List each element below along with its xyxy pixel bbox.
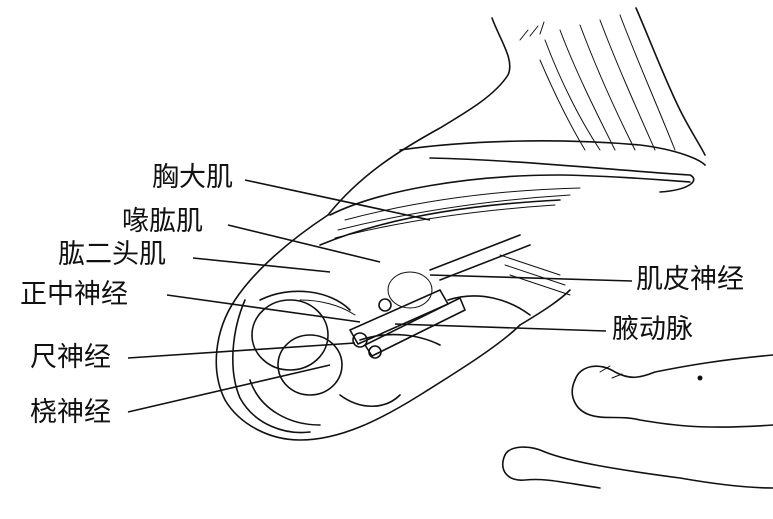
label-musculocutaneous-nerve: 肌皮神经 [636, 264, 744, 295]
leader-musculocutaneous-nerve [429, 274, 633, 282]
neurovascular-bundle [349, 234, 571, 359]
pectoralis-major-shape [319, 174, 691, 246]
leader-pectoralis-major [244, 179, 431, 221]
label-pectoralis-major: 胸大肌 [152, 162, 233, 193]
chest-fibers [539, 14, 676, 151]
shoulder-outline [327, 7, 706, 216]
leader-radial-nerve [127, 364, 331, 413]
cross-section [249, 271, 441, 426]
label-radial-nerve: 桡神经 [30, 397, 111, 428]
label-median-nerve: 正中神经 [20, 279, 128, 310]
label-ulnar-nerve: 尺神经 [30, 342, 111, 373]
label-coracobrachialis: 喙肱肌 [122, 206, 203, 237]
leader-median-nerve [166, 294, 361, 323]
arm-outline [215, 214, 571, 441]
leader-coracobrachialis [227, 224, 381, 263]
leader-lines [127, 179, 633, 413]
chest-wall [399, 140, 706, 166]
patient-figure [501, 354, 773, 489]
leader-biceps-brachii [192, 257, 331, 273]
label-axillary-artery: 腋动脉 [612, 314, 693, 345]
label-biceps-brachii: 肱二头肌 [58, 239, 166, 270]
leader-ulnar-nerve [127, 342, 356, 359]
leader-axillary-artery [394, 323, 607, 332]
